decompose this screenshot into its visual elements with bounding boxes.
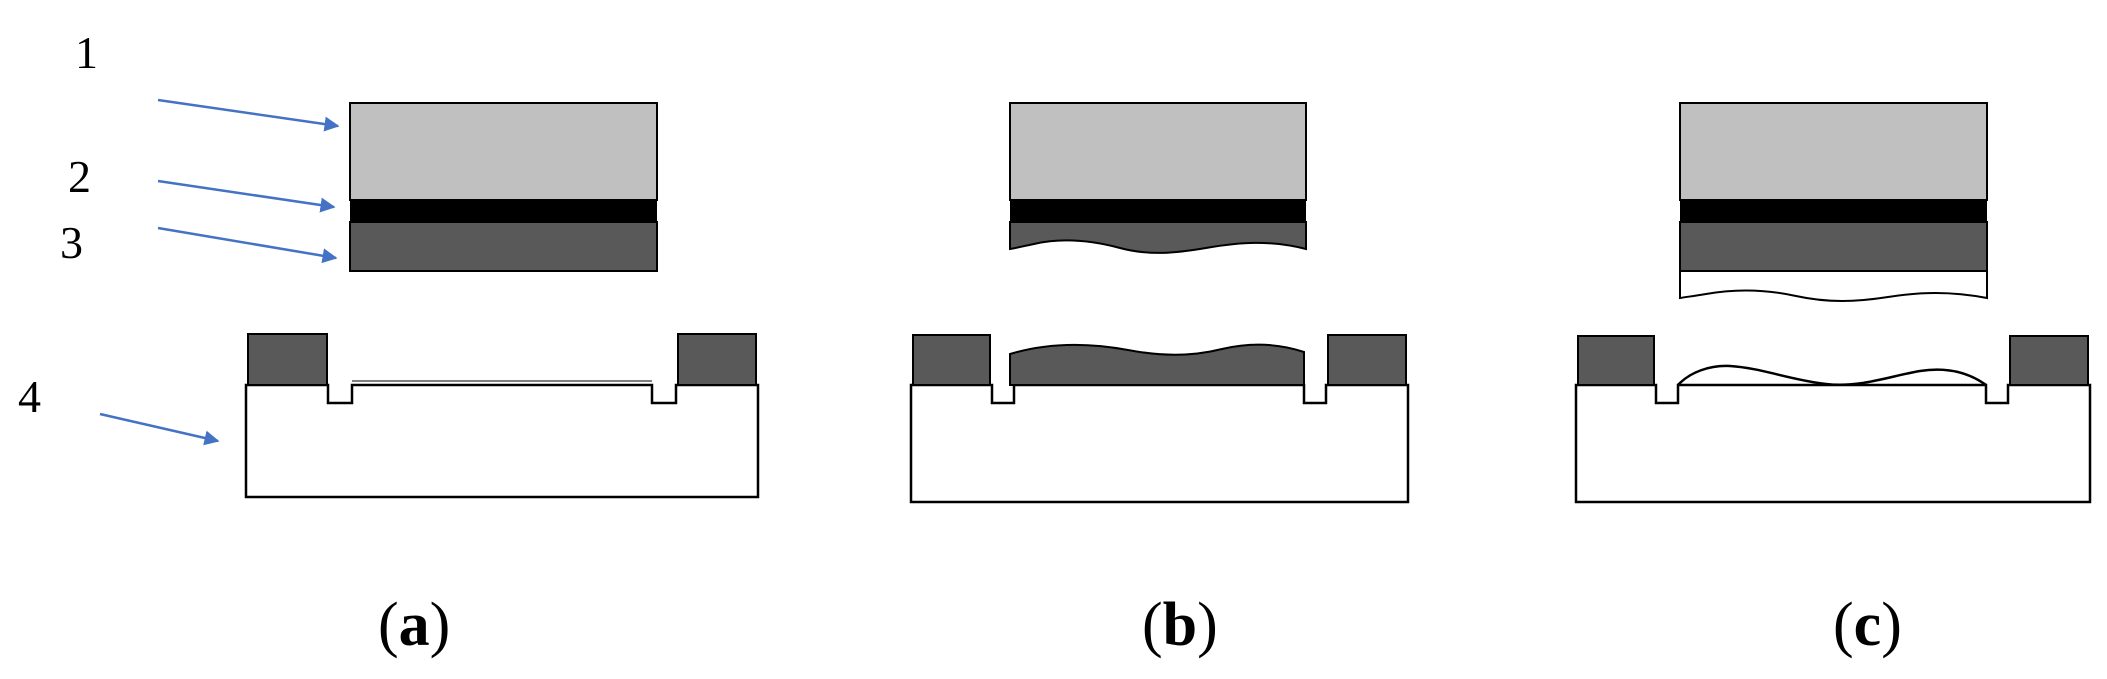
- right-pad-a: [677, 333, 757, 386]
- arrow-to-layer-3: [157, 226, 338, 264]
- layer-1-a: [349, 102, 658, 201]
- layer-3-a: [349, 221, 658, 272]
- label-4: 4: [18, 371, 41, 422]
- panel-c: (c): [1574, 102, 2092, 659]
- left-pad-b: [912, 334, 991, 386]
- right-pad-b: [1327, 334, 1407, 386]
- layer-2-b: [1010, 200, 1306, 222]
- left-pad-a: [247, 333, 328, 386]
- panel-b: (b): [909, 102, 1410, 659]
- substrate-body-c: [1574, 383, 2092, 504]
- right-pad-c: [2009, 335, 2089, 386]
- layer-1-c: [1679, 102, 1988, 201]
- arrow-to-layer-1: [157, 98, 340, 132]
- transferred-layer-b: [1009, 343, 1305, 386]
- arrow-to-layer-2: [157, 179, 336, 213]
- wavy-surface-c: [1677, 364, 1987, 387]
- caption-b: (b): [1142, 591, 1218, 659]
- substrate-body-b: [909, 383, 1410, 504]
- label-3: 3: [60, 217, 83, 268]
- substrate-b: [909, 334, 1410, 504]
- layer-3-b-wavy: [1009, 221, 1307, 254]
- label-1: 1: [75, 27, 98, 78]
- stack-a: [349, 102, 658, 272]
- layer-2-c: [1680, 200, 1987, 222]
- substrate-c: [1574, 335, 2092, 504]
- panel-a: (a): [244, 102, 760, 659]
- caption-c: (c): [1833, 591, 1902, 659]
- stack-b: [1009, 102, 1307, 254]
- label-2: 2: [68, 151, 91, 202]
- caption-a: (a): [378, 591, 450, 659]
- released-film-c: [1679, 270, 1988, 302]
- substrate-a: [244, 333, 760, 499]
- arrow-to-substrate-4: [99, 412, 220, 446]
- left-pad-c: [1577, 335, 1655, 386]
- layer-1-b: [1009, 102, 1307, 201]
- substrate-body-a: [244, 383, 760, 499]
- layer-3-c: [1679, 221, 1988, 272]
- layer-2-a: [350, 200, 657, 222]
- stack-c: [1679, 102, 1988, 302]
